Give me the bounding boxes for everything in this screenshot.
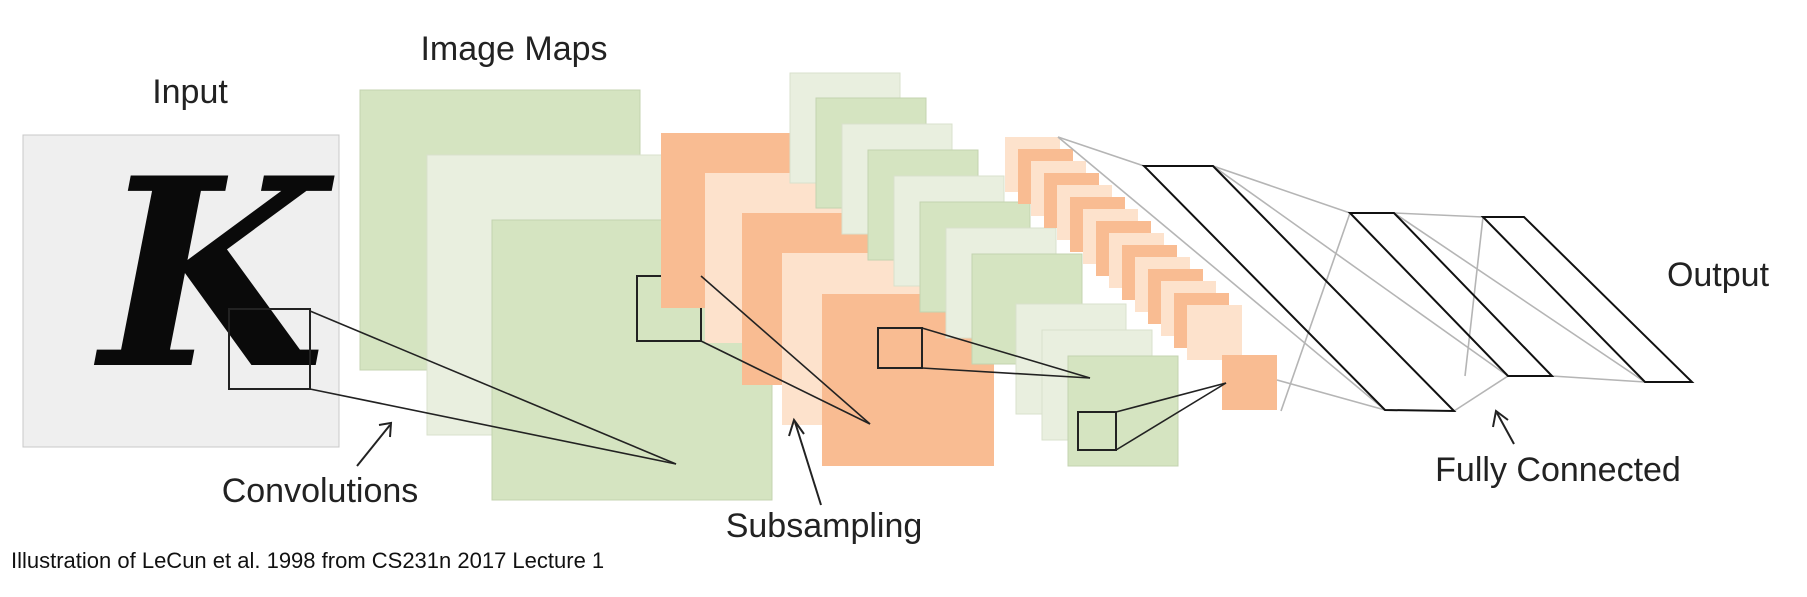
projection-line [921,327,1091,379]
fc-connector [1393,212,1484,218]
fully-connected-label: Fully Connected [1435,451,1681,489]
fc-connector [1280,212,1351,412]
convolutions-arrow [356,421,393,467]
output-label: Output [1667,256,1770,294]
subsampling-label: Subsampling [726,507,923,545]
conv-layer-2 [789,72,1179,467]
fc-connector [1212,165,1509,377]
subsampling-layer-2 [1005,137,1277,410]
projection-line [309,388,677,465]
projection-line [700,340,871,425]
s4-map-15 [1187,305,1242,360]
input-label: Input [152,73,228,111]
image-maps-label: Image Maps [420,30,607,68]
fc-connector [1057,136,1145,167]
fully-connected-arrow [1492,409,1515,445]
fc-connector [1551,375,1646,383]
subsample-receptive-field [877,327,923,369]
fc-connectors [1057,136,1646,412]
fc-connector [1453,375,1509,412]
fc-connector [1393,212,1646,383]
subsampling-arrow [788,417,822,506]
fc-layer-1 [1141,165,1457,413]
projection-line [921,367,1091,379]
fc-connector [1057,136,1386,411]
fc-connector [1212,165,1351,214]
caption: Illustration of LeCun et al. 1998 from C… [11,548,604,573]
projection-line [1115,382,1227,451]
projection-line [700,275,871,425]
subsampling-layer-1 [661,133,994,466]
input-receptive-field [228,308,311,390]
conv2-receptive-field [1077,411,1117,451]
projection-lines [309,275,1227,465]
fc-connector [1276,379,1386,411]
fully-connected-layers [1057,136,1695,413]
output-layer [1480,216,1695,383]
input-image [22,134,340,448]
fc-layer-2 [1347,212,1555,377]
input-group: K Input [22,73,340,448]
input-letter-k: K [92,122,336,427]
s4-map-16 [1222,355,1277,410]
projection-line [1115,382,1227,413]
projection-line [309,310,677,465]
convolutions-label: Convolutions [222,472,419,510]
annotation-arrows [356,409,1515,506]
